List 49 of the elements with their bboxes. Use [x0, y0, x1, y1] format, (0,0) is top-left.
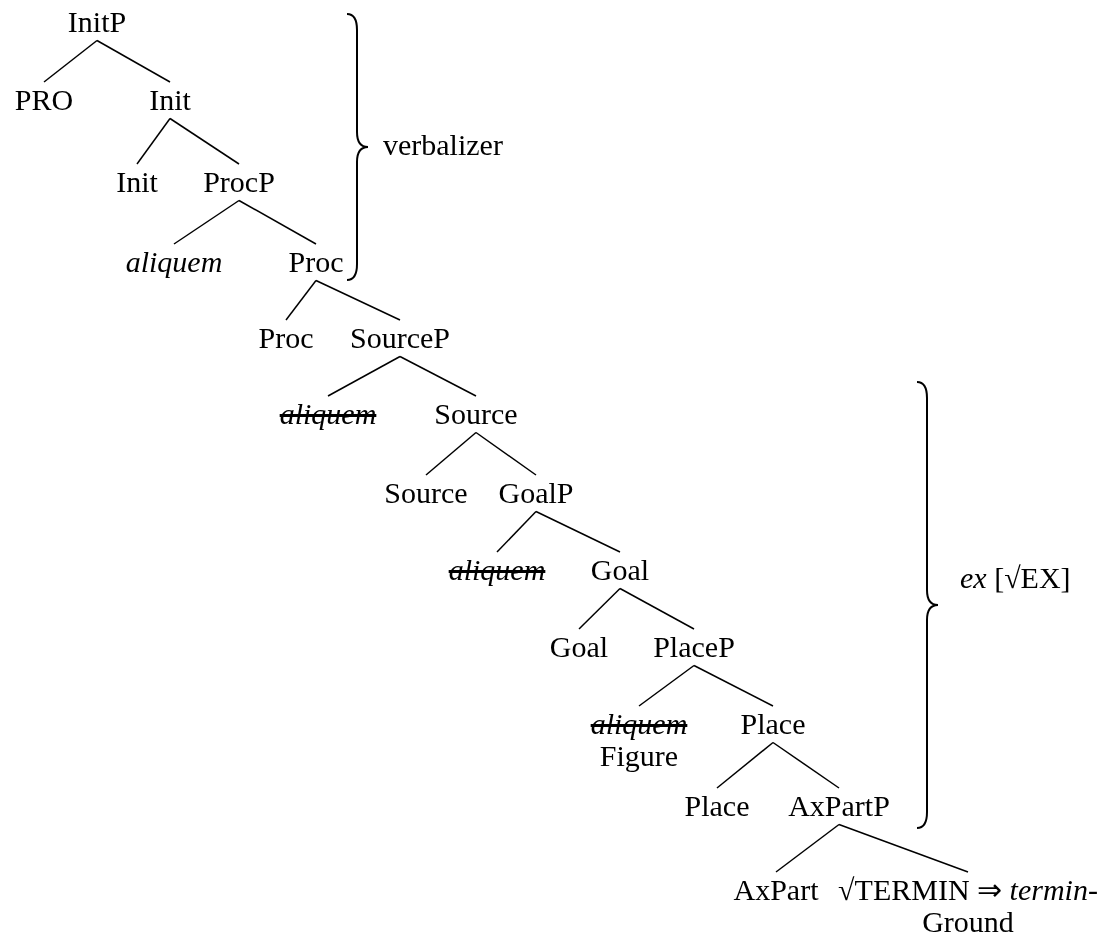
tree-node-label: ProcP: [203, 166, 275, 198]
tree-branch: [475, 431, 537, 476]
tree-branch: [136, 117, 171, 165]
tree-branch: [772, 741, 840, 789]
tree-node-label: SourceP: [350, 322, 450, 354]
tree-branch: [838, 823, 969, 873]
tree-branch: [535, 510, 621, 553]
tree-branch: [425, 431, 477, 476]
tree-node-label: Init: [149, 84, 191, 116]
tree-node-label: Init: [116, 166, 158, 198]
tree-node-label: InitP: [67, 6, 127, 38]
tree-node-label: GoalP: [498, 477, 574, 509]
tree-node-label: Proc: [288, 246, 344, 278]
tree-branch: [43, 39, 98, 83]
tree-node-label: Place: [684, 790, 750, 822]
bracket-label: ex [√EX]: [960, 562, 1071, 594]
tree-branch: [619, 587, 695, 630]
tree-branch: [716, 741, 774, 789]
tree-branch: [96, 39, 171, 83]
tree-node-label: aliquem: [590, 708, 688, 740]
tree-node-label: Goal: [590, 554, 650, 586]
tree-branch: [173, 199, 240, 245]
tree-branch: [693, 664, 774, 707]
tree-node-label: √TERMIN ⇒ termin-: [838, 874, 1098, 906]
tree-branch: [169, 117, 240, 165]
tree-node-label: aliquem: [125, 246, 223, 278]
tree-node-label: Proc: [258, 322, 314, 354]
tree-node-label: Place: [740, 708, 806, 740]
role-label: Ground: [921, 905, 1015, 937]
tree-branch: [638, 664, 695, 707]
bracket-label: verbalizer: [383, 129, 503, 161]
tree-branch: [315, 279, 401, 321]
tree-branch: [775, 823, 840, 873]
tree-branch: [578, 587, 621, 630]
role-label: Figure: [599, 739, 679, 771]
tree-node-label: Goal: [549, 631, 609, 663]
tree-node-label: AxPart: [733, 874, 819, 906]
tree-node-label: PRO: [14, 84, 74, 116]
tree-branch: [285, 279, 317, 321]
tree-node-label: Source: [434, 398, 518, 430]
tree-node-label: Source: [384, 477, 468, 509]
tree-node-label: aliquem: [448, 554, 546, 586]
tree-node-label: AxPartP: [788, 790, 890, 822]
tree-node-label: PlaceP: [653, 631, 735, 663]
tree-branch: [327, 355, 401, 397]
tree-branch: [238, 199, 317, 245]
tree-branch: [399, 355, 477, 397]
tree-node-label: aliquem: [279, 398, 377, 430]
tree-branch: [496, 510, 537, 553]
